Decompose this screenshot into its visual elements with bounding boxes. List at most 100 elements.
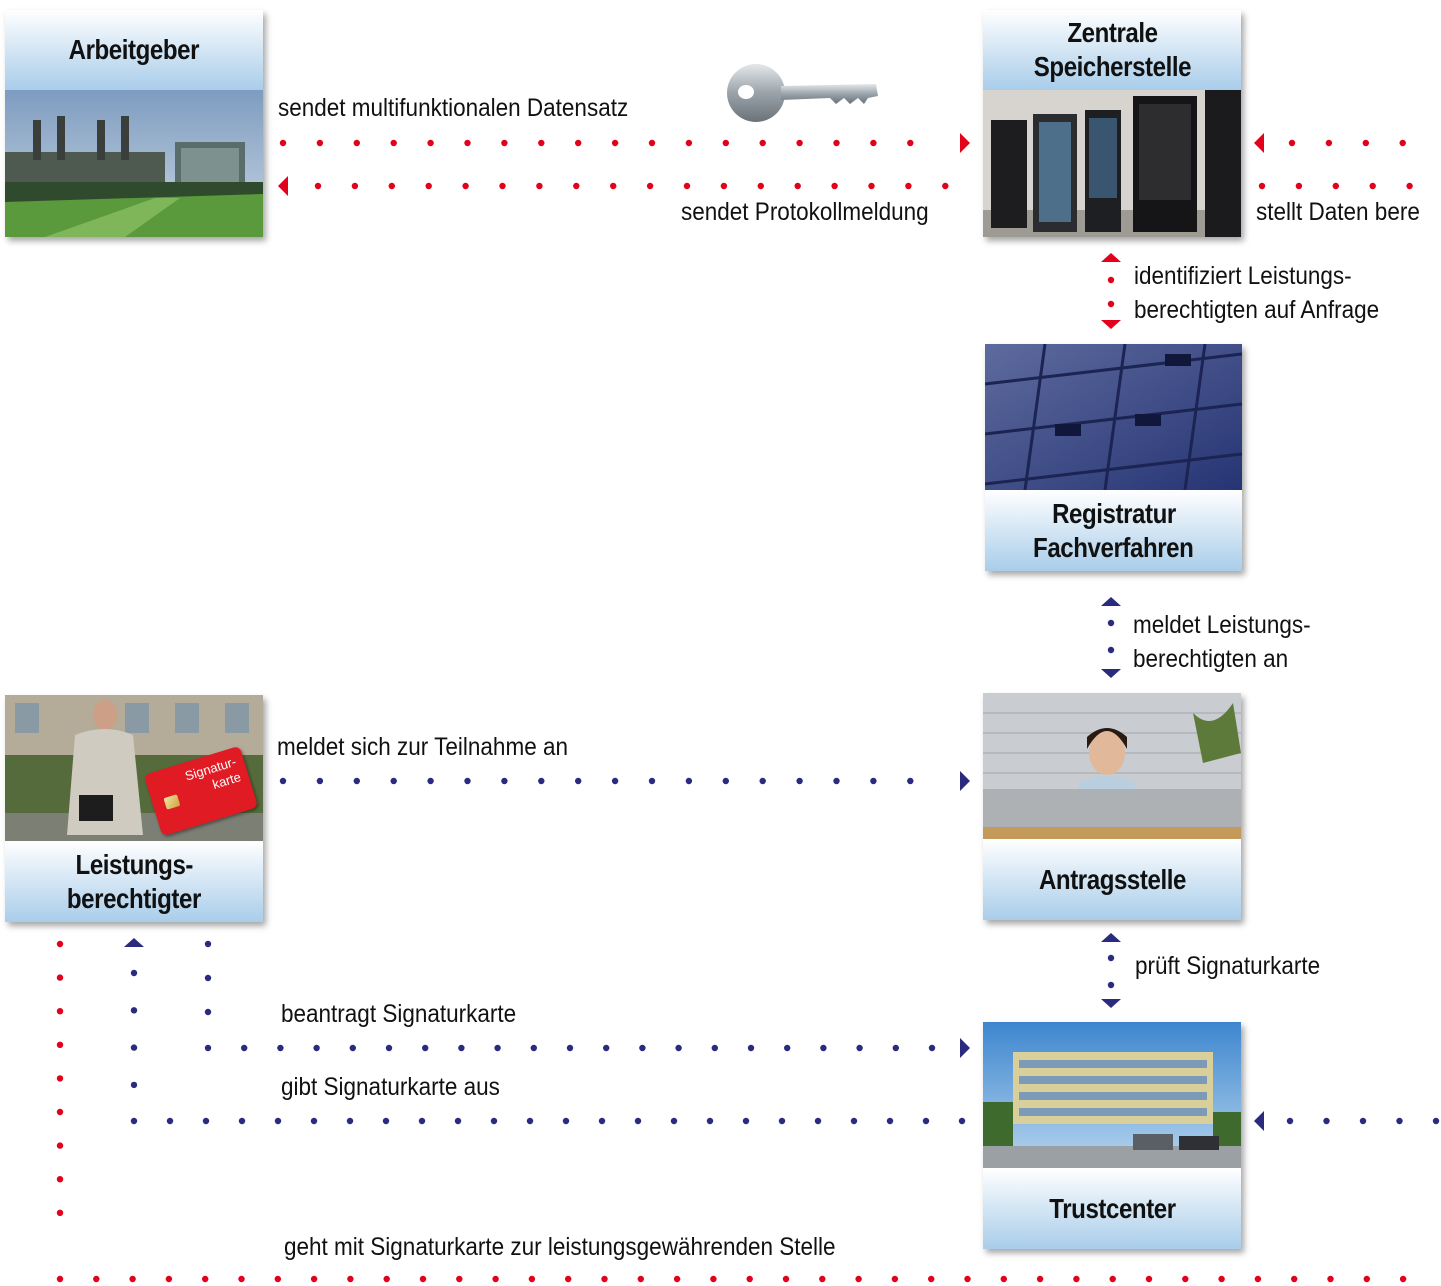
edge-geht-mit: geht mit Signaturkarte zur leistungsgewä…	[284, 1233, 836, 1261]
connector-dot-gibt-aus	[130, 1007, 138, 1014]
edge-gibt-aus: gibt Signaturkarte aus	[281, 1073, 500, 1101]
key-icon	[727, 64, 878, 122]
connector-dot-gibt-aus	[598, 1117, 606, 1125]
connector-dot-teilnahme	[501, 777, 508, 785]
connector-dot-geht-mit	[819, 1275, 826, 1283]
node-leistungsberechtigter-title: Leistungs- berechtigter	[5, 841, 263, 922]
connector-dot-teilnahme	[648, 777, 656, 785]
connector-dot-beantragt	[204, 940, 212, 948]
connector-dot-gibt-aus	[130, 1117, 138, 1125]
server-room-image	[983, 90, 1241, 237]
node-arbeitgeber-title: Arbeitgeber	[5, 10, 263, 90]
arrow-up-gibt-aus	[124, 938, 144, 947]
connector-dot-datensatz	[464, 139, 471, 147]
connector-dot-gibt-aus	[382, 1117, 390, 1125]
connector-dot-gibt-aus	[166, 1117, 174, 1125]
connector-dot-protokoll	[794, 182, 801, 190]
connector-dot-geht-mit	[891, 1275, 899, 1283]
connector-dot-gibt-aus	[778, 1117, 786, 1125]
edge-stellt-daten: stellt Daten bere	[1256, 198, 1420, 226]
connector-dot-geht-mit	[710, 1275, 717, 1283]
trustcenter-label: Trustcenter	[1048, 1192, 1176, 1224]
connector-dot-protokoll	[646, 182, 654, 190]
arbeitgeber-label: Arbeitgeber	[68, 34, 200, 65]
connector-dot-geht-mit	[528, 1275, 536, 1283]
connector-dot-beantragt	[675, 1044, 682, 1052]
connector-dot-gibt-aus	[130, 1044, 138, 1051]
registratur-label-2: Fachverfahren	[1033, 531, 1194, 563]
connector-dot-teilnahme	[759, 777, 766, 785]
connector-dot-teilnahme	[353, 777, 360, 785]
connector-dot-datensatz	[427, 139, 434, 147]
connector-dot-gibt-aus	[490, 1117, 498, 1125]
connector-dot-protokoll	[314, 182, 322, 190]
connector-dot-geht-mit	[56, 1008, 64, 1015]
connector-dot-gibt-aus	[454, 1117, 462, 1125]
arrow-right-datensatz	[960, 133, 970, 153]
speicherstelle-label-1: Zentrale	[1066, 17, 1158, 48]
leistung-label-2: berechtigter	[66, 882, 201, 914]
registratur-label-1: Registratur	[1051, 497, 1176, 529]
connector-dot-meldet-lb	[1107, 646, 1115, 654]
connector-dot-beantragt	[747, 1044, 755, 1052]
connector-dot-geht-mit	[310, 1275, 318, 1283]
connector-dot-datensatz	[648, 139, 656, 147]
connector-dot-gibt-aus	[130, 969, 138, 977]
connector-dot-protokoll	[942, 182, 949, 190]
connector-dot-prueft	[1107, 954, 1115, 962]
connector-dot-beantragt	[494, 1044, 501, 1052]
edge-sendet-datensatz: sendet multifunktionalen Datensatz	[278, 94, 629, 122]
connector-dot-teilnahme	[833, 777, 840, 785]
edge-identifiziert-2: berechtigten auf Anfrage	[1134, 296, 1380, 324]
connector-dot-teilnahme	[796, 777, 803, 785]
connector-dot-geht-mit	[56, 1176, 64, 1183]
connector-dot-beantragt	[566, 1044, 574, 1052]
connector-dot-stellt-in	[1399, 139, 1406, 147]
node-speicherstelle: Zentrale Speicherstelle	[983, 10, 1241, 237]
connector-dot-geht-mit	[129, 1275, 136, 1283]
connector-dot-identifiziert	[1107, 300, 1115, 308]
connector-dot-geht-mit	[1036, 1275, 1044, 1283]
connector-dot-beantragt	[385, 1044, 393, 1052]
connector-dot-protokoll	[388, 182, 395, 190]
connector-dot-datensatz	[833, 139, 840, 147]
edge-sendet-protokoll: sendet Protokollmeldung	[681, 198, 929, 226]
connector-dot-stellt-out	[1369, 182, 1376, 190]
arrow-left-stellt	[1254, 133, 1264, 153]
connector-dot-gibt-aus	[814, 1117, 822, 1125]
connector-dot-teilnahme	[907, 777, 914, 785]
edge-meldet-teilnahme: meldet sich zur Teilnahme an	[277, 733, 568, 761]
connector-dot-gibt-aus	[958, 1117, 966, 1125]
connector-dot-gibt-aus	[742, 1117, 750, 1125]
connector-dot-geht-mit	[56, 1209, 64, 1217]
connector-dot-beantragt	[530, 1044, 537, 1052]
connector-dot-identifiziert	[1107, 276, 1115, 284]
arrow-right-beantragt	[960, 1038, 970, 1058]
connector-dot-teilnahme	[279, 777, 287, 785]
arrow-down-meldet-lb	[1101, 669, 1121, 678]
connector-dot-beantragt	[204, 1008, 212, 1016]
connector-dot-geht-mit	[601, 1275, 608, 1283]
connector-dot-teilnahme	[870, 777, 877, 785]
reception-image	[983, 693, 1241, 839]
connector-dot-protokoll	[499, 182, 506, 190]
connector-dot-datensatz	[575, 139, 582, 147]
factory-image	[5, 90, 263, 237]
connector-dot-beantragt	[204, 974, 212, 982]
arrow-right-teilnahme	[960, 771, 970, 791]
connector-dot-teilnahme	[575, 777, 582, 785]
connector-dot-stellt-out	[1295, 182, 1303, 190]
connector-dot-teilnahme	[316, 777, 324, 785]
connector-dot-datensatz	[538, 139, 545, 147]
connector-dot-stellt-out	[1258, 182, 1266, 190]
node-antragsstelle: Antragsstelle	[983, 693, 1241, 920]
connector-dot-protokoll	[536, 182, 543, 190]
connector-dot-geht-mit	[1145, 1275, 1153, 1283]
connector-dot-trust-in	[1323, 1117, 1330, 1125]
arrow-down-identifiziert	[1101, 320, 1121, 329]
connector-dot-datensatz	[353, 139, 360, 147]
speicherstelle-label-2: Speicherstelle	[1033, 51, 1191, 82]
arrow-up-prueft	[1101, 933, 1121, 942]
connector-dot-stellt-in	[1288, 139, 1296, 147]
connector-dot-protokoll	[462, 182, 469, 190]
